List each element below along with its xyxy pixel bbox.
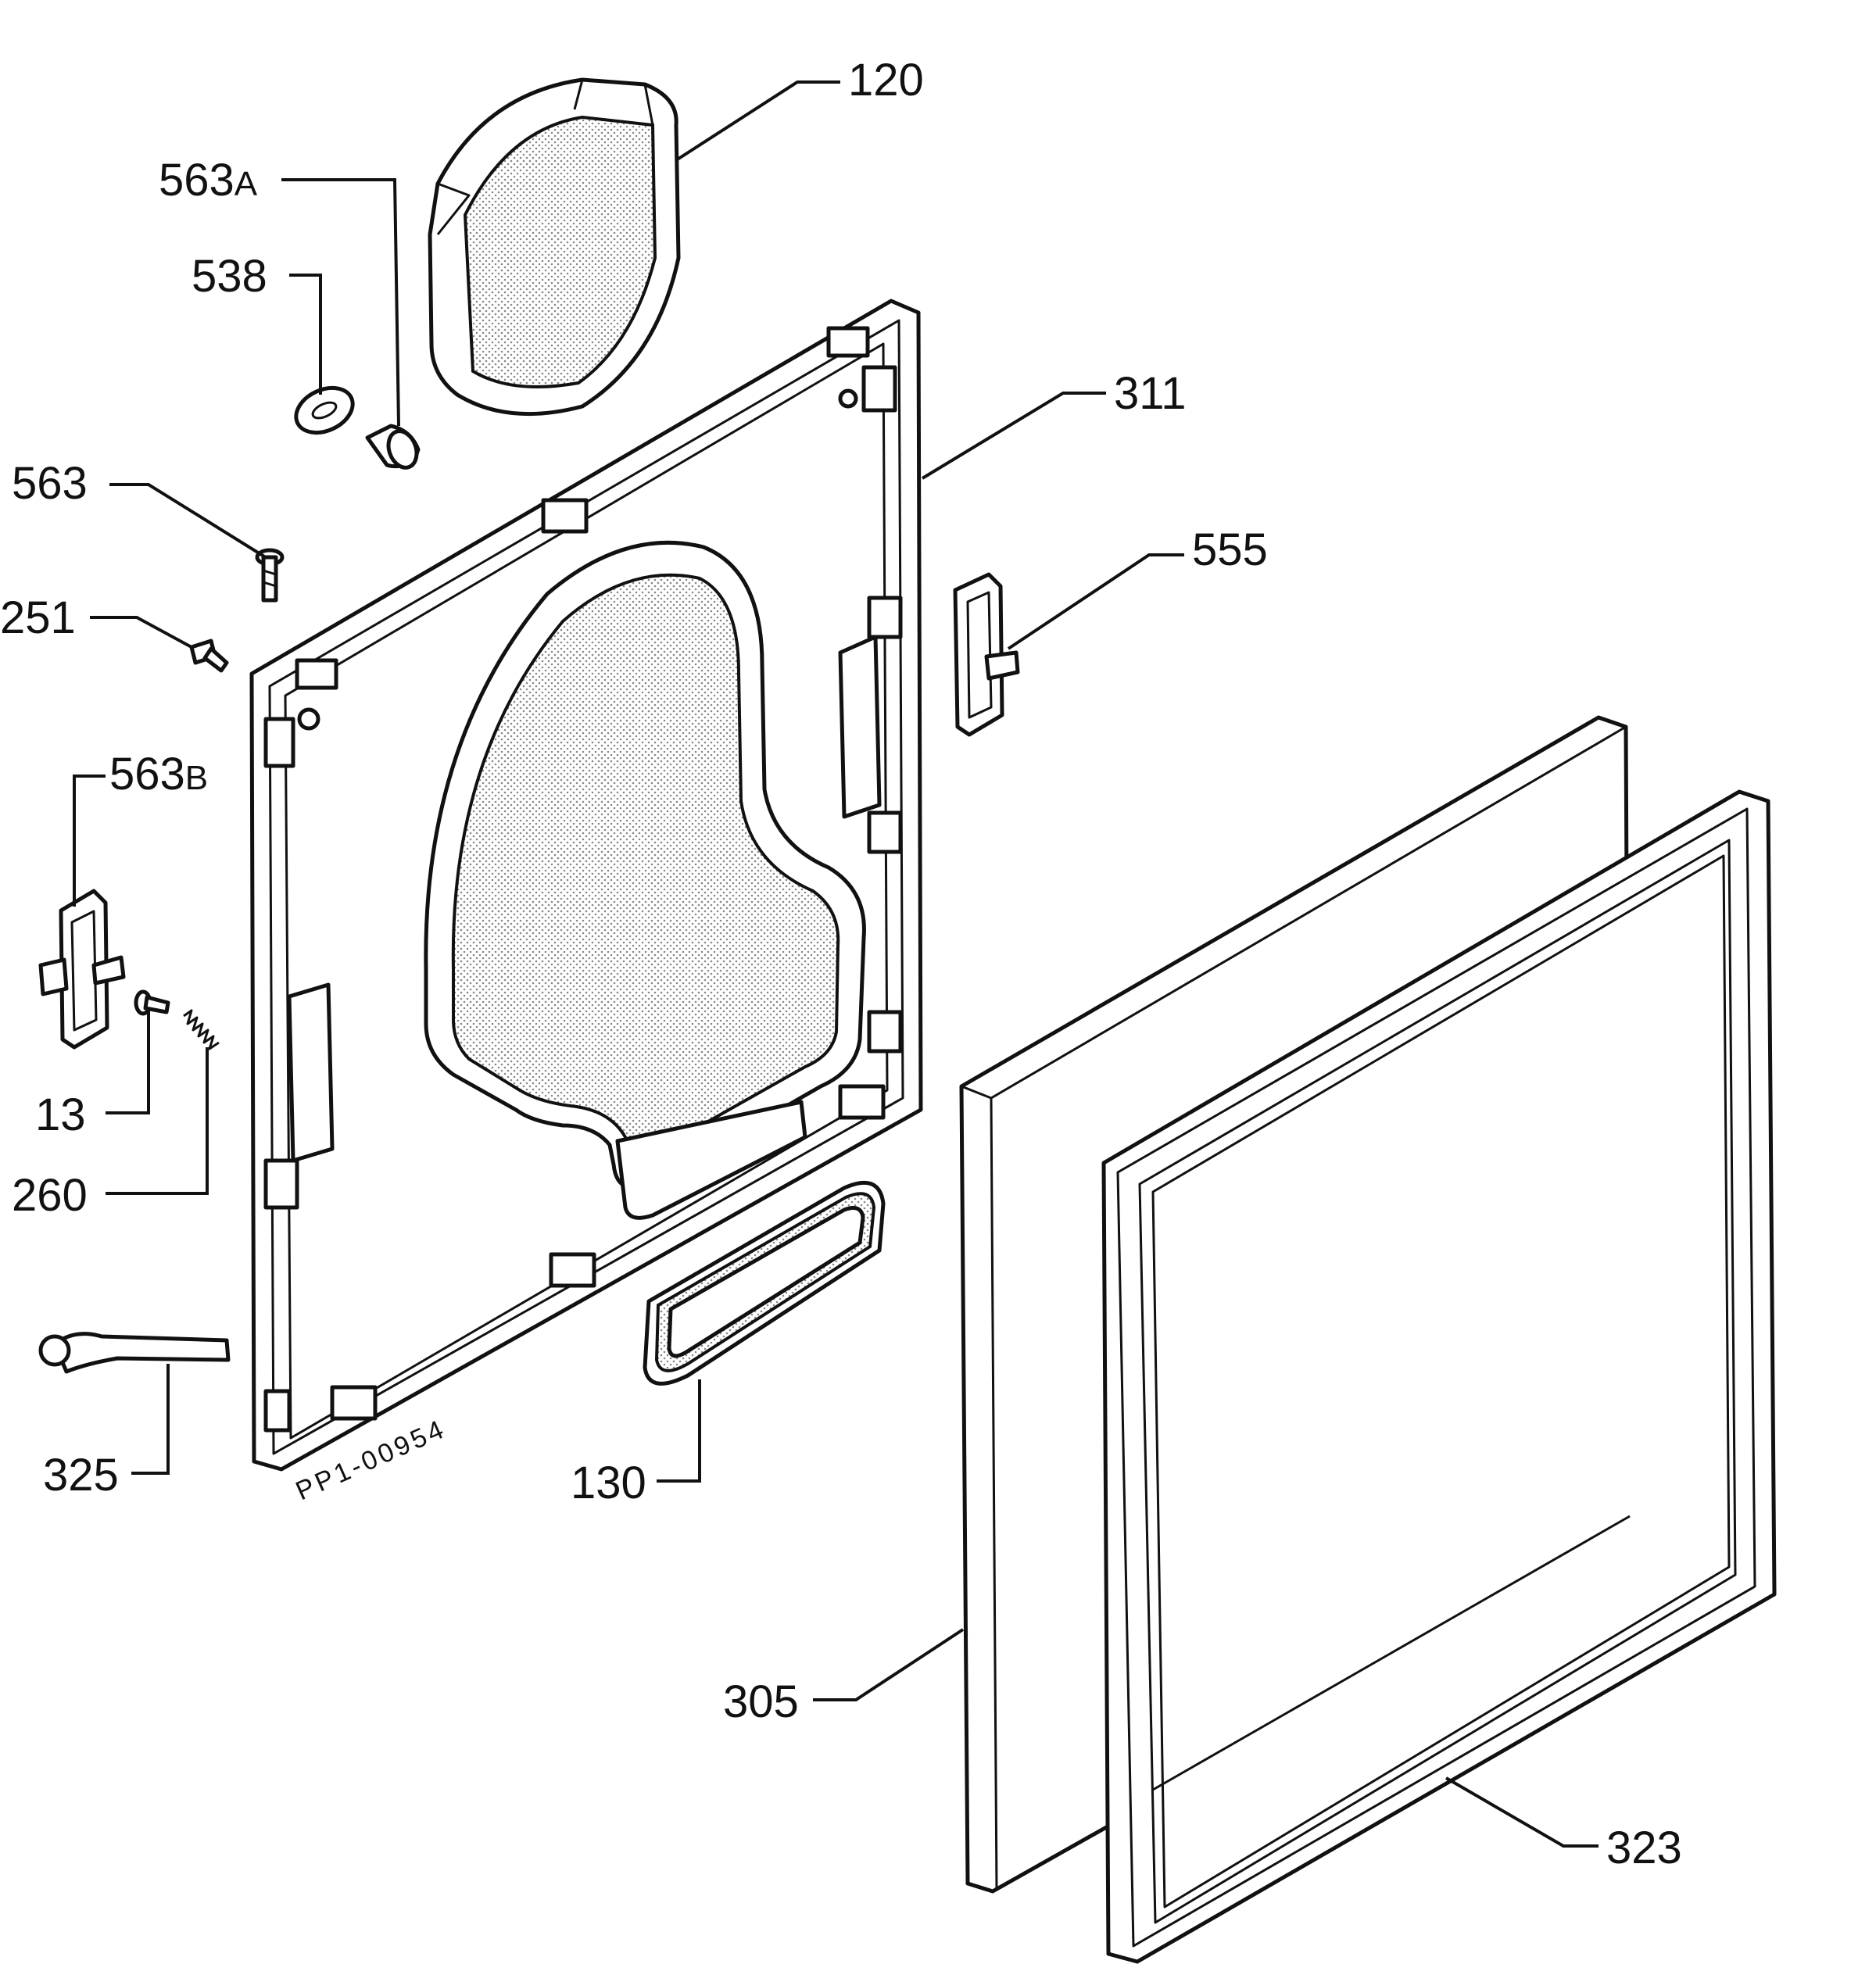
callout-563b-suffix: B <box>185 759 208 797</box>
oval-part-538 <box>294 385 355 435</box>
plug-part-563a <box>365 424 421 470</box>
latch-part-555 <box>953 572 1020 737</box>
callout-325: 325 <box>43 1450 119 1501</box>
callout-305: 305 <box>723 1676 799 1727</box>
latch-part-563b <box>38 889 126 1050</box>
callout-563a-suffix: A <box>234 165 258 203</box>
callout-563a-number: 563 <box>159 155 234 206</box>
callout-323: 323 <box>1606 1823 1682 1873</box>
callout-563: 563 <box>12 458 88 509</box>
screw-part-251 <box>189 639 229 673</box>
pin-part-13 <box>134 989 170 1016</box>
leader-lines <box>73 80 1599 1848</box>
callout-538: 538 <box>192 251 267 302</box>
callout-120: 120 <box>848 55 924 106</box>
callout-563b-number: 563 <box>109 749 185 800</box>
screw-part-563 <box>255 548 285 603</box>
door-frame-part-311 <box>249 299 923 1472</box>
callout-311: 311 <box>1114 368 1186 419</box>
callout-555: 555 <box>1192 524 1268 575</box>
handle-part-325 <box>38 1332 231 1374</box>
callout-260: 260 <box>12 1170 88 1221</box>
callout-130: 130 <box>571 1458 646 1508</box>
outer-frame-part-323 <box>1101 789 1777 1964</box>
callout-563b: 563B <box>109 749 208 800</box>
lint-filter-part-120 <box>428 77 681 417</box>
gasket-part-130 <box>643 1180 886 1386</box>
callout-13: 13 <box>35 1089 86 1140</box>
callout-563a: 563A <box>159 155 258 206</box>
callout-251: 251 <box>0 592 76 643</box>
spring-part-260 <box>183 1009 220 1050</box>
